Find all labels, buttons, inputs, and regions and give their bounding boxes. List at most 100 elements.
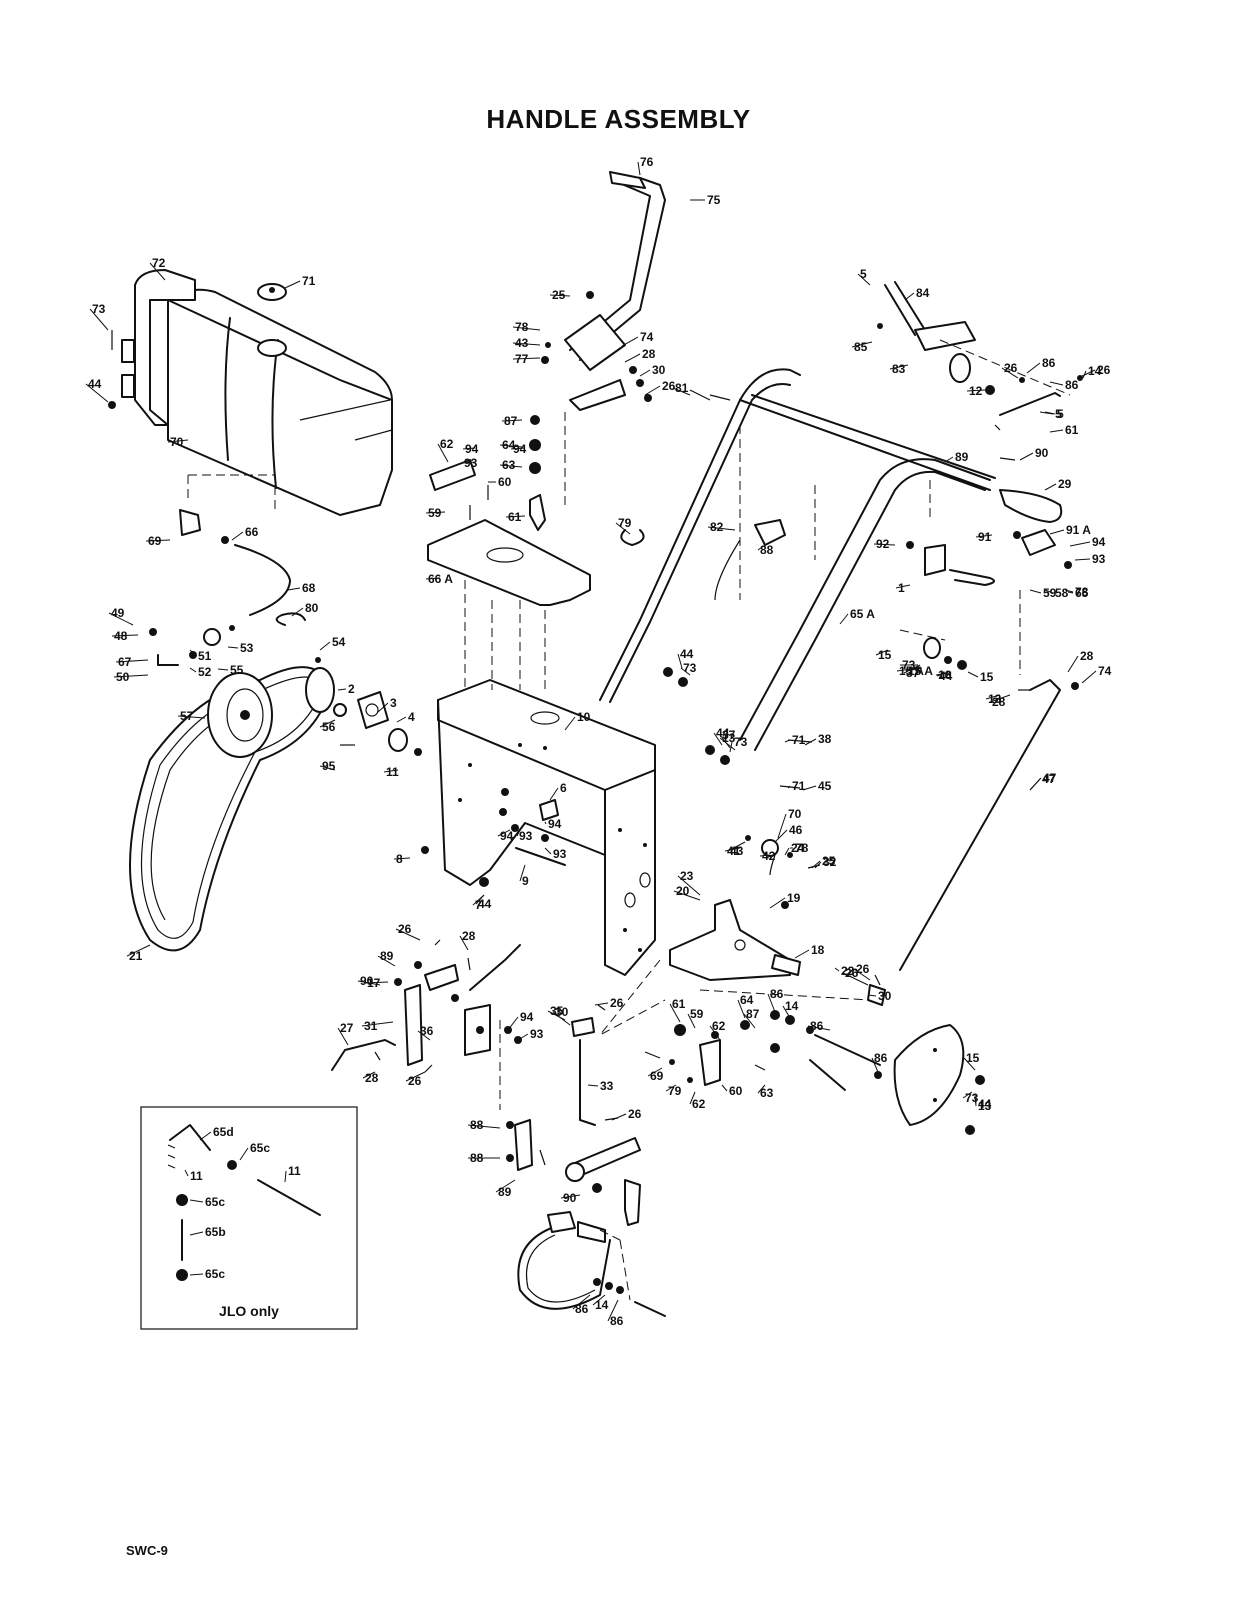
leader-line [417,1030,431,1041]
leader-line [871,1057,879,1073]
leader-line [544,821,547,825]
part-callout-15: 15 [980,670,994,684]
leader-line [873,543,896,546]
leader-line [896,667,919,672]
leader-line [519,864,526,882]
leader-line [839,613,849,625]
part-callout-20: 20 [676,884,690,898]
leader-line [145,539,171,542]
leader-line [639,369,651,377]
part-callout-26: 26 [845,966,859,980]
part-callout-42: 42 [762,849,776,863]
leader-line [544,847,552,855]
handle-tubes [599,368,1063,789]
leader-line [669,1003,681,1023]
shift-lever [541,171,711,411]
leader-line [1077,369,1096,379]
part-callout-10: 10 [577,710,591,724]
part-callout-26: 26 [610,996,624,1010]
part-callout-49: 49 [111,606,125,620]
part-callout-70: 70 [788,807,802,821]
leader-line [842,972,869,986]
leader-line [1019,452,1034,461]
leader-line [1049,429,1064,433]
part-callout-65-a: 65 A [850,607,875,621]
leader-line [377,955,396,967]
part-callout-86: 86 [1065,378,1079,392]
leader-line [624,353,641,363]
leader-line [149,262,166,281]
brake-band [517,1211,666,1317]
part-callout-90: 90 [360,974,374,988]
part-callout-43: 43 [515,336,529,350]
leader-line [989,694,1011,703]
part-callout-28: 28 [462,929,476,943]
part-callout-82: 82 [710,520,724,534]
leader-line [284,280,301,289]
part-callout-85: 85 [854,340,868,354]
leader-line [512,342,541,346]
leader-line [459,935,469,951]
leader-line [963,1057,976,1071]
part-callout-47: 47 [1042,772,1056,786]
part-callout-5: 5 [1057,407,1064,421]
fuel-tank [108,269,393,516]
leader-line [357,980,381,986]
leader-line [794,949,810,959]
leader-line [944,456,954,463]
part-callout-94: 94 [513,442,527,456]
leader-line [405,1071,426,1082]
leader-line [727,841,746,852]
part-callout-14: 14 [785,999,799,1013]
leader-line [592,1294,606,1306]
part-callout-88: 88 [470,1118,484,1132]
part-callout-5: 5 [860,267,867,281]
leader-line [1049,381,1064,386]
leader-line [875,649,889,656]
part-callout-1: 1 [898,581,905,595]
leader-line [184,1169,189,1177]
leader-line [966,389,986,392]
leader-line [687,1013,696,1029]
part-callout-60: 60 [729,1084,743,1098]
part-callout-90: 90 [1035,446,1049,460]
leader-line [904,292,915,301]
part-callout-6: 6 [560,781,567,795]
leader-line [425,577,441,580]
leader-line [851,341,873,348]
part-callout-28: 28 [1080,649,1094,663]
part-callout-62: 62 [692,1097,706,1111]
part-callout-87: 87 [746,1007,760,1021]
part-callout-94: 94 [520,1010,534,1024]
leader-line [549,294,571,297]
part-callout-73: 73 [965,1091,979,1105]
part-callout-7: 7 [475,898,482,912]
part-callout-65c: 65c [205,1195,225,1209]
leader-line [680,667,691,676]
part-callout-69: 69 [650,1069,664,1083]
leader-line [383,769,399,773]
part-callout-25: 25 [552,288,566,302]
part-callout-26: 26 [856,962,870,976]
part-callout-11: 11 [190,1169,203,1183]
leader-line [974,1097,977,1105]
part-callout-28: 28 [642,347,656,361]
part-callout-91: 91 [978,530,992,544]
part-callout-48: 48 [114,629,128,643]
part-callout-89: 89 [380,949,394,963]
part-callout-26: 26 [1004,361,1018,375]
leader-line [713,732,723,746]
leader-line [759,854,771,857]
leader-line [319,765,336,771]
part-callout-17: 17 [367,976,381,990]
part-callout-65c: 65c [205,1267,225,1281]
leader-line [189,649,197,657]
part-callout-26: 26 [662,379,676,393]
part-callout-79: 79 [668,1084,682,1098]
leader-line [647,1067,663,1077]
leader-line [1069,541,1091,547]
part-callout-65b: 65b [205,1225,226,1239]
leader-line [1039,411,1054,415]
part-callout-93: 93 [464,456,478,470]
part-callout-44: 44 [88,377,102,391]
